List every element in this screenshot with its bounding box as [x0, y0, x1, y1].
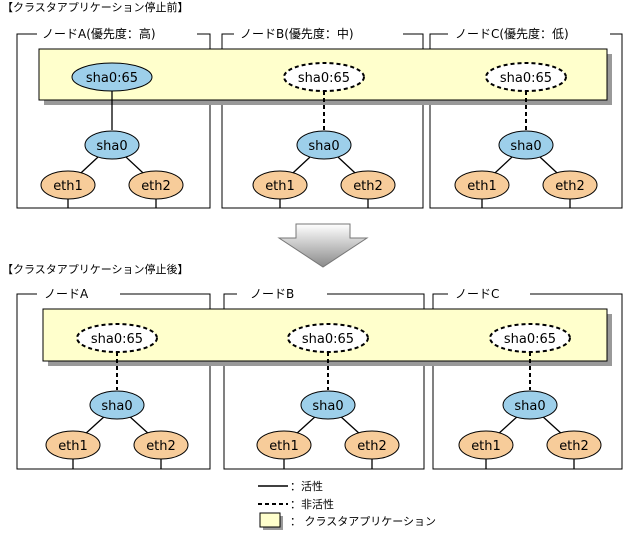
legend-active-label: ：活性 [290, 479, 323, 493]
before-node-a-label: ノードA(優先度：高) [42, 26, 156, 41]
after-a-sha0: sha0 [101, 399, 132, 414]
before-node-c-tree: sha0 eth1 eth2 [454, 130, 598, 208]
svg-text:sha0:65: sha0:65 [504, 332, 556, 347]
before-node-b-tree: sha0 eth1 eth2 [252, 130, 396, 208]
before-node-c-label: ノードC(優先度：低) [455, 26, 569, 41]
after-node-b-tree: sha0 eth1 eth2 [256, 390, 400, 469]
before-c-sha0: sha0 [510, 139, 541, 154]
before-b-eth2: eth2 [353, 179, 383, 194]
svg-text:sha0:65: sha0:65 [86, 71, 138, 86]
after-b-sha0: sha0 [312, 399, 343, 414]
before-a-eth1: eth1 [53, 179, 83, 194]
before-b-eth1: eth1 [265, 179, 295, 194]
before-virtual-if-a: sha0:65 [71, 62, 153, 92]
before-title: 【クラスタアプリケーション停止前】 [2, 0, 189, 14]
svg-text:sha0:65: sha0:65 [500, 71, 552, 86]
after-c-eth1: eth1 [471, 439, 501, 454]
after-node-b-frame: ノードB [223, 287, 425, 470]
after-b-eth2: eth2 [357, 439, 387, 454]
before-virtual-if-b: sha0:65 [283, 62, 365, 92]
before-c-eth2: eth2 [555, 179, 585, 194]
before-virtual-if-c: sha0:65 [485, 62, 567, 92]
legend-app-label: ： クラスタアプリケーション [290, 515, 436, 528]
after-a-eth1: eth1 [58, 439, 88, 454]
before-c-eth1: eth1 [467, 179, 497, 194]
before-node-a-frame: ノードA(優先度：高) [16, 26, 211, 209]
after-title: 【クラスタアプリケーション停止後】 [2, 262, 189, 276]
after-node-c-frame: ノードC [432, 287, 623, 470]
after-node-a-label: ノードA [44, 287, 89, 301]
before-node-a-tree: sha0 eth1 eth2 [40, 130, 184, 208]
after-node-b-label: ノードB [250, 287, 294, 301]
legend: ：活性 ：非活性 ： クラスタアプリケーション [258, 479, 436, 530]
before-a-sha0: sha0 [96, 139, 127, 154]
svg-text:sha0:65: sha0:65 [298, 71, 350, 86]
after-virtual-if-c: sha0:65 [489, 323, 571, 353]
after-node-a-tree: sha0 eth1 eth2 [45, 390, 189, 469]
after-node-c-tree: sha0 eth1 eth2 [458, 390, 602, 469]
after-node-c-label: ノードC [455, 287, 499, 301]
down-arrow-icon [277, 223, 369, 268]
after-virtual-if-a: sha0:65 [76, 323, 158, 353]
before-node-c-frame: ノードC(優先度：低) [429, 26, 623, 209]
after-node-a-frame: ノードA [16, 287, 211, 470]
after-b-eth1: eth1 [269, 439, 299, 454]
legend-app-swatch [259, 512, 281, 528]
after-c-sha0: sha0 [514, 399, 545, 414]
legend-inactive-label: ：非活性 [290, 497, 334, 511]
after-virtual-if-b: sha0:65 [287, 323, 369, 353]
after-c-eth2: eth2 [559, 439, 589, 454]
before-b-sha0: sha0 [308, 139, 339, 154]
before-node-b-frame: ノードB(優先度：中) [221, 26, 424, 209]
after-a-eth2: eth2 [146, 439, 176, 454]
before-node-b-label: ノードB(優先度：中) [240, 26, 354, 41]
before-a-eth2: eth2 [141, 179, 171, 194]
svg-text:sha0:65: sha0:65 [91, 332, 143, 347]
svg-text:sha0:65: sha0:65 [302, 332, 354, 347]
